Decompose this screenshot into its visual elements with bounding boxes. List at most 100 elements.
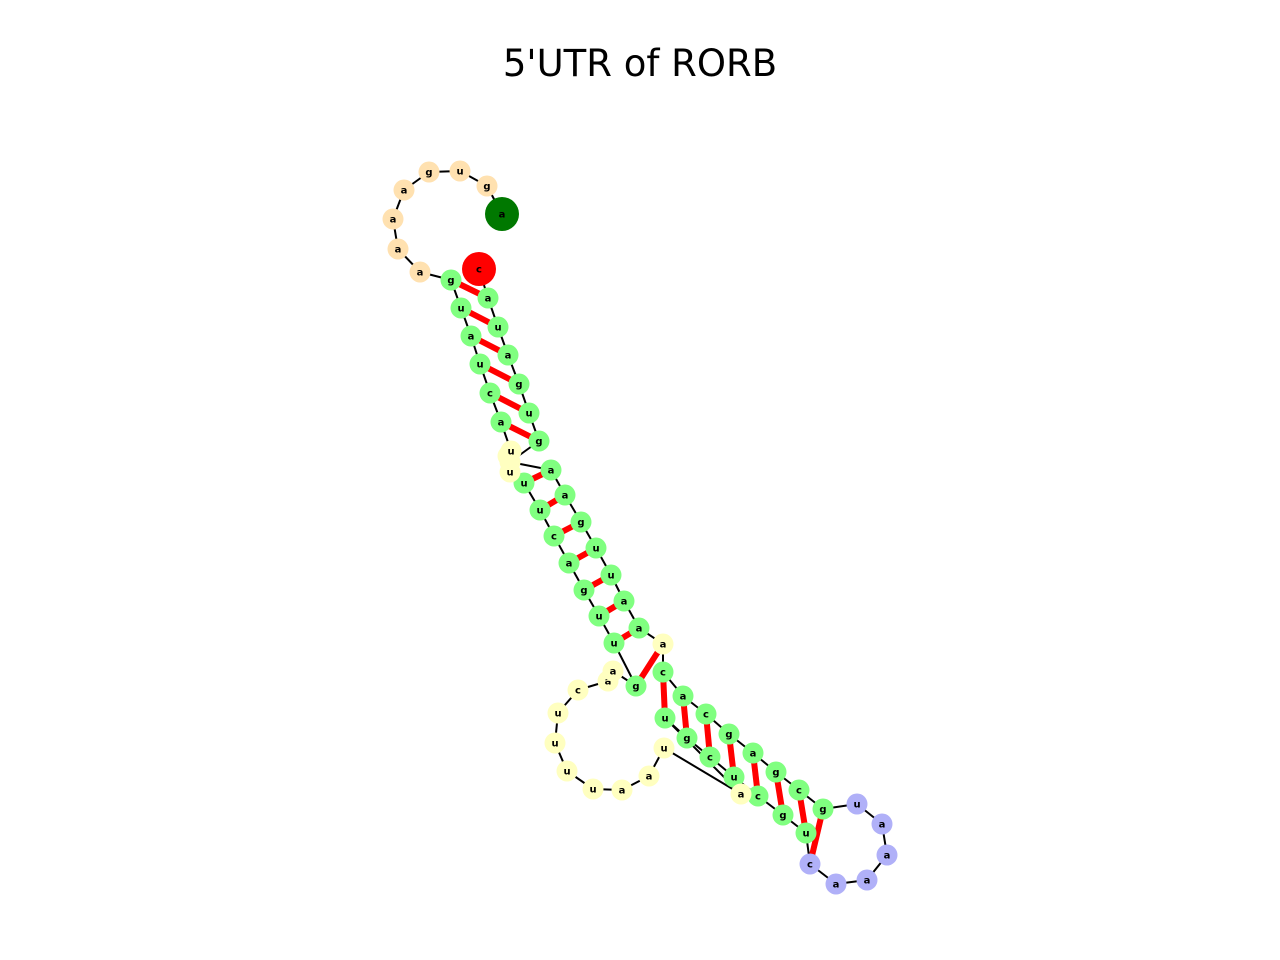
nucleotide-circle [718,723,740,745]
nucleotide-interior: a [638,765,660,787]
nucleotide-label: a [505,351,512,362]
nucleotide-stem: u [654,707,676,729]
nucleotide-label: u [494,323,501,334]
nucleotide-stem: a [558,552,580,574]
nucleotide-stem: g [812,798,834,820]
nucleotide-circle [544,732,566,754]
nucleotide-label: g [725,730,732,741]
nucleotide-label: u [610,639,617,650]
nucleotide-stem: a [742,742,764,764]
nucleotide-hairpin: a [856,869,878,891]
nucleotide-label: g [447,276,454,287]
nucleotide-exterior: a [393,179,415,201]
nucleotide-label: u [525,409,532,420]
nucleotide-hairpin: u [846,793,868,815]
nucleotide-circle [479,382,501,404]
nucleotide-circle [812,798,834,820]
nucleotide-label: u [536,506,543,517]
nucleotide-circle [602,660,624,682]
nucleotide-interior: u [556,760,578,782]
nucleotide-label: c [551,532,557,543]
nucleotide-stem: u [529,499,551,521]
nucleotide-label: u [507,447,514,458]
nucleotide-circle [540,459,562,481]
nucleotide-circle [742,742,764,764]
nucleotide-label: g [535,437,542,448]
nucleotide-interior: a [652,633,674,655]
nucleotide-circle [788,779,810,801]
nucleotide-stem: u [585,537,607,559]
nucleotide-circle [856,869,878,891]
nucleotide-circle [723,766,745,788]
nucleotide-stem: g [573,579,595,601]
nucleotide-circle [699,746,721,768]
nucleotides: cauaguguaaguuaaacacgagcguaaaacugcucguaua… [382,160,898,895]
nucleotide-label: u [476,360,483,371]
nucleotide-label: u [592,544,599,555]
nucleotide-label: u [595,612,602,623]
nucleotide-circle [554,484,576,506]
nucleotide-exterior: g [476,175,498,197]
nucleotide-stem: u [603,632,625,654]
nucleotide-circle [462,252,496,286]
nucleotide-circle [765,761,787,783]
nucleotide-circle [449,160,471,182]
nucleotide-circle [582,778,604,800]
nucleotide-circle [450,297,472,319]
nucleotide-interior: u [582,778,604,800]
nucleotide-label: a [646,772,653,783]
nucleotide-circle [876,844,898,866]
nucleotide-label: a [610,667,617,678]
nucleotide-interior: a [730,783,752,805]
nucleotide-circle [382,208,404,230]
nucleotide-stem: a [460,325,482,347]
nucleotide-circle [588,605,610,627]
nucleotide-circle [672,685,694,707]
nucleotide-stem: u [600,564,622,586]
nucleotide-circle [846,793,868,815]
nucleotide-circle [440,269,462,291]
nucleotide-interior: u [544,732,566,754]
nucleotide-label: a [566,559,573,570]
nucleotide-label: a [680,692,687,703]
nucleotide-stem: g [570,511,592,533]
nucleotide-exterior: a [387,238,409,260]
nucleotide-label: u [554,709,561,720]
nucleotide-label: u [661,714,668,725]
nucleotide-circle [570,511,592,533]
nucleotide-interior: u [547,702,569,724]
nucleotide-stem: c [699,746,721,768]
nucleotide-stem: c [695,703,717,725]
nucleotide-label: c [703,710,709,721]
nucleotide-circle [476,175,498,197]
nucleotide-label: g [632,682,639,693]
nucleotide-stem: c [788,779,810,801]
nucleotide-stem: u [588,605,610,627]
nucleotide-hairpin: a [825,873,847,895]
nucleotide-label: u [520,479,527,490]
nucleotide-stem: u [450,297,472,319]
nucleotide-circle [573,579,595,601]
nucleotide-interior: u [500,440,522,462]
nucleotide-label: g [483,182,490,193]
nucleotide-circle [600,564,622,586]
nucleotide-exterior: g [418,161,440,183]
nucleotide-stem: a [613,590,635,612]
nucleotide-stem: a [490,411,512,433]
nucleotide-stem: c [479,382,501,404]
nucleotide-label: a [499,210,506,221]
nucleotide-stem: g [508,373,530,395]
nucleotide-circle [676,727,698,749]
nucleotide-circle [547,702,569,724]
nucleotide-label: a [605,677,612,688]
nucleotide-interior: c [567,679,589,701]
nucleotide-end: a [485,197,519,231]
nucleotide-hairpin: a [871,813,893,835]
nucleotide-circle [567,679,589,701]
nucleotide-label: a [879,820,886,831]
nucleotide-label: a [660,640,667,651]
backbone-segment [663,747,742,795]
nucleotide-circle [469,353,491,375]
nucleotide-label: a [562,491,569,502]
nucleotide-circle [799,853,821,875]
